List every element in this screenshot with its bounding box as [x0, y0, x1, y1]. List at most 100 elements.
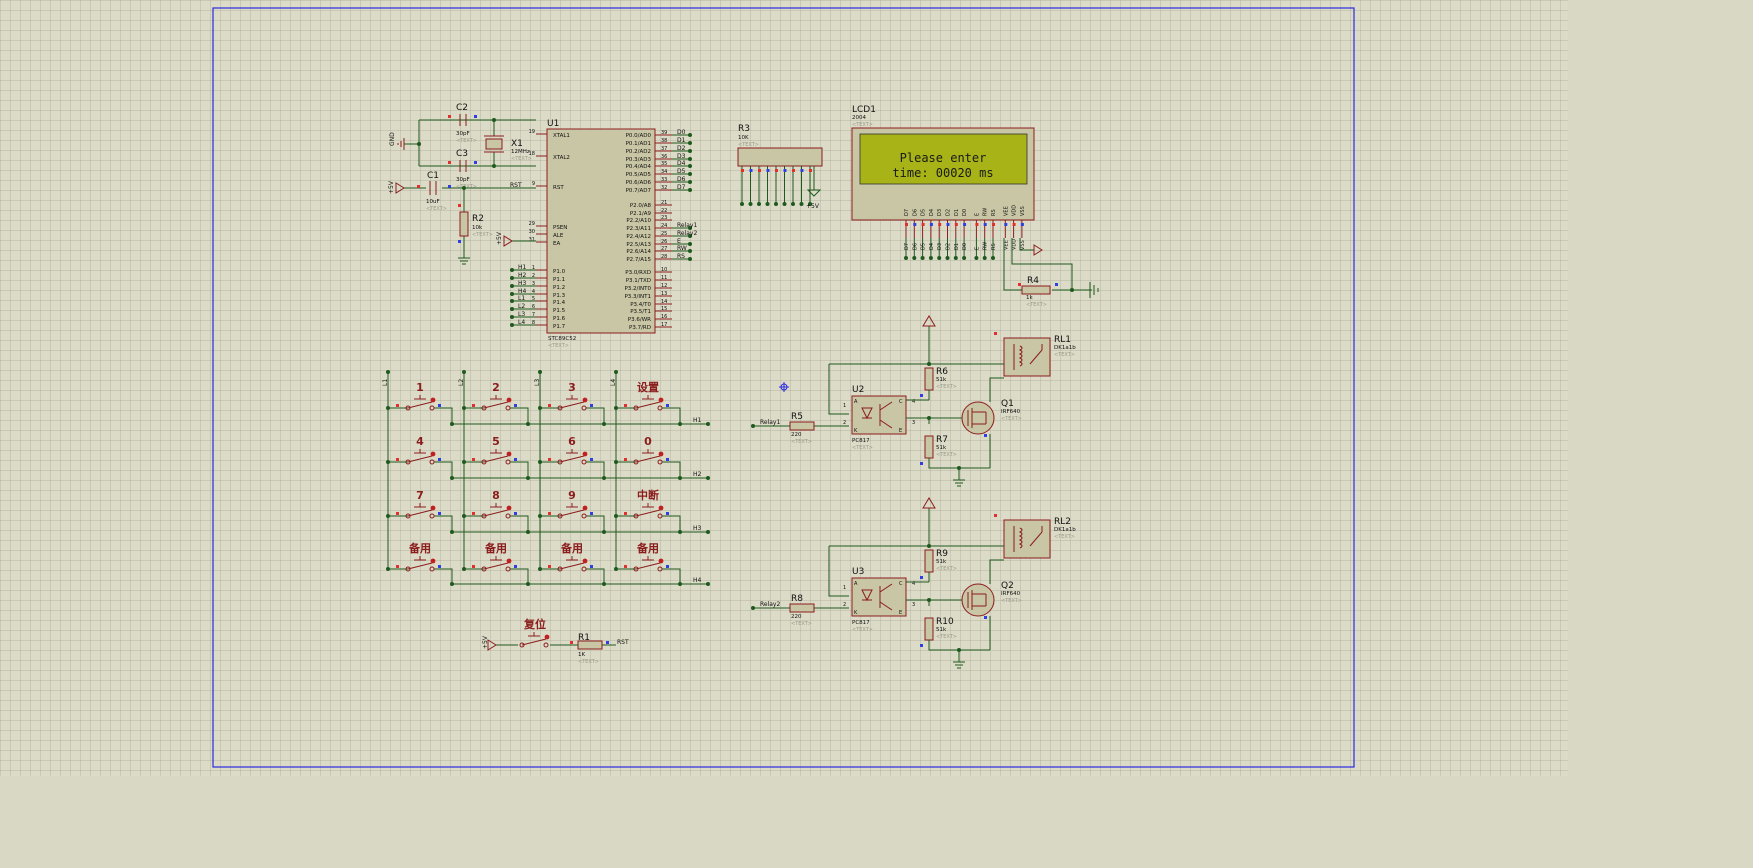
rin-ref: R8: [791, 594, 803, 604]
u1-part: STC89C52: [548, 336, 576, 342]
lcd-pin-label: D6: [912, 209, 918, 216]
u1-pin-num: 10: [661, 267, 667, 273]
lcd-text: <TEXT>: [852, 122, 873, 128]
u1-pin-name: ALE: [553, 233, 564, 239]
row-net-label: H4: [693, 577, 702, 584]
p1-net-label: H3: [518, 280, 527, 287]
lcd-screen: [859, 133, 1028, 185]
lcd-net-label: D5: [921, 243, 927, 250]
reset-key-label: 复位: [523, 617, 546, 631]
opto-pinnum: 1: [843, 403, 846, 409]
reset-key[interactable]: +5V 复位 R1 1K <TEXT> RST: [482, 617, 629, 665]
u1-pin-name: P2.2/A10: [626, 218, 651, 224]
u1-pin-num: 4: [532, 289, 535, 295]
r3-resistor-pack[interactable]: R3 10K <TEXT> +5V: [737, 124, 823, 210]
u1-pin-name: P2.4/A12: [626, 234, 651, 240]
opto-pin: C: [899, 581, 903, 587]
p1-net-label: L4: [518, 319, 525, 326]
opto-ref: U2: [852, 385, 864, 395]
lcd-pin-label: D7: [904, 209, 910, 216]
u1-pin-num: 8: [532, 320, 535, 326]
lcd-2004[interactable]: LCD1 2004 <TEXT> Please enter time: 0002…: [851, 105, 1099, 308]
relay-net-label: Relay1: [760, 419, 780, 426]
rdn-text: <TEXT>: [936, 452, 957, 458]
crystal-section: GND C2 30pF <TEXT> C3 30pF <TEXT> X1 12M…: [389, 103, 536, 190]
opto-pin: C: [899, 399, 903, 405]
u1-pin-name: P3.7/RD: [629, 325, 651, 331]
x1-text: <TEXT>: [511, 156, 532, 162]
key-label: 备用: [408, 541, 431, 555]
relay-text: <TEXT>: [1054, 352, 1075, 358]
lcd-net-label: D6: [912, 243, 918, 250]
opto-pin: E: [899, 610, 902, 616]
c2-text: <TEXT>: [456, 138, 477, 144]
rdn-text: <TEXT>: [936, 634, 957, 640]
lcd-net-label: RW: [983, 242, 989, 250]
r3-val: 10K: [738, 135, 749, 141]
lcd-part: 2004: [852, 115, 866, 121]
rdn-ref: R10: [936, 617, 954, 627]
row-net-label: H3: [693, 525, 702, 532]
p-net-label: D4: [677, 160, 686, 167]
r4-ref: R4: [1027, 276, 1039, 286]
r2-text: <TEXT>: [472, 232, 493, 238]
opto-pin: E: [899, 428, 902, 434]
relay-channel-2[interactable]: RL2DK1a1b<TEXT>R951k<TEXT>U3PC817<TEXT>A…: [751, 497, 1076, 669]
key-label: 备用: [636, 541, 659, 555]
key-label: 0: [644, 435, 652, 448]
rin-text: <TEXT>: [791, 439, 812, 445]
c3-text: <TEXT>: [456, 184, 477, 190]
u1-pin-num: 11: [661, 275, 667, 281]
u1-pin-name: P2.5/A13: [626, 242, 651, 248]
row-net-label: H1: [693, 417, 702, 424]
p-net-label: D0: [677, 129, 686, 136]
relay-channel-1[interactable]: RL1DK1a1b<TEXT>R651k<TEXT>U2PC817<TEXT>A…: [751, 315, 1076, 487]
u1-pin-name: P1.0: [553, 269, 566, 275]
lcd-net-label: D0: [962, 243, 968, 250]
p-net-label: D1: [677, 137, 686, 144]
opto-pin: K: [854, 428, 858, 434]
lcd-pin-label: VDD: [1012, 205, 1018, 216]
lcd-pin-label: D3: [937, 209, 943, 216]
u1-pin-name: P3.1/TXD: [626, 278, 651, 284]
r4-val: 1k: [1026, 295, 1033, 301]
rup-ref: R9: [936, 549, 948, 559]
mcu-u1[interactable]: U1 STC89C52 <TEXT> XTAL119XTAL218RST9PSE…: [510, 119, 697, 349]
gnd-label: GND: [389, 132, 396, 146]
key-label: 5: [492, 435, 500, 448]
lcd-net-label: D1: [954, 243, 960, 250]
u1-pin-name: P3.0/RXD: [625, 270, 651, 276]
r4-text: <TEXT>: [1026, 302, 1047, 308]
u1-pin-num: 33: [661, 177, 667, 183]
opto-pinnum: 1: [843, 585, 846, 591]
rdn-ref: R7: [936, 435, 948, 445]
r2-val: 10k: [472, 225, 483, 231]
reset-plus5v: +5V: [482, 635, 489, 649]
rin-val: 220: [791, 432, 802, 438]
rdn-val: 51k: [936, 627, 947, 633]
u1-pin-name: P0.5/AD5: [626, 172, 652, 178]
rup-ref: R6: [936, 367, 948, 377]
u1-pin-name: P1.5: [553, 308, 566, 314]
c1-ref: C1: [427, 171, 439, 181]
lcd-net-label: E: [974, 247, 980, 250]
crosshair-cursor: [779, 382, 789, 392]
u1-pin-name: P2.1/A9: [630, 211, 652, 217]
lcd-line1: Please enter: [900, 151, 987, 165]
p-net-label: Relay2: [677, 230, 697, 237]
u1-pin-num: 27: [661, 246, 667, 252]
c1-text: <TEXT>: [426, 206, 447, 212]
u1-pin-num: 36: [661, 154, 667, 160]
u1-pin-name: EA: [553, 241, 560, 247]
r3-text: <TEXT>: [738, 142, 759, 148]
sheet-border: [212, 7, 1355, 768]
c3-ref: C3: [456, 149, 468, 159]
c2-val: 30pF: [456, 131, 470, 137]
u1-pin-name: P1.1: [553, 277, 565, 283]
u1-pin-num: 15: [661, 306, 667, 312]
u1-pin-name: RST: [553, 185, 564, 191]
mosfet-text: <TEXT>: [1001, 416, 1022, 422]
relay-net-label: Relay2: [760, 601, 780, 608]
